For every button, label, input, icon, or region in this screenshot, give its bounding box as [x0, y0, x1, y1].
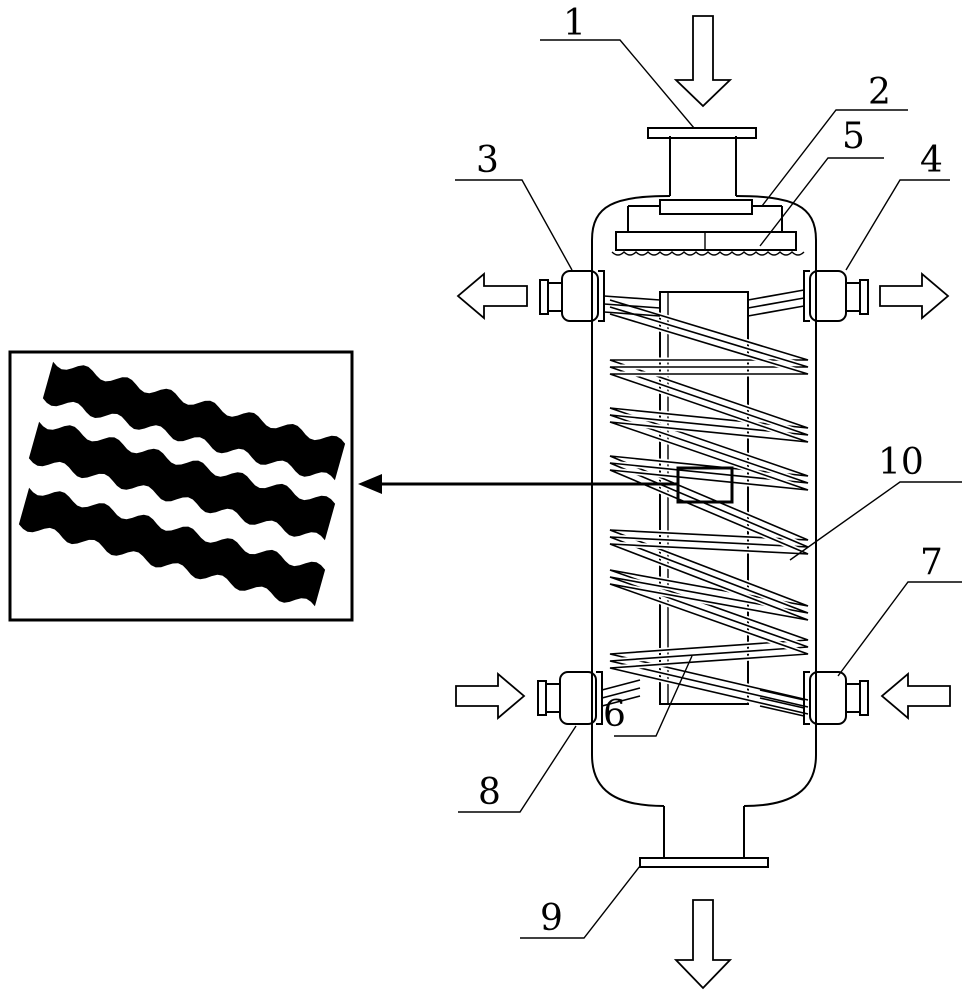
- nozzle-3: [540, 271, 604, 321]
- distributor: [612, 200, 804, 255]
- coil-connector-line: [748, 290, 804, 300]
- label-4: 4: [920, 140, 943, 181]
- label-3: 3: [476, 140, 499, 181]
- inlet-right-arrow-icon: [882, 674, 950, 718]
- outlet-left-arrow-icon: [458, 274, 527, 318]
- label-2: 2: [868, 72, 891, 113]
- label-8: 8: [478, 772, 501, 813]
- leader-lines: [455, 40, 962, 938]
- inlet-top-arrow-icon: [676, 16, 730, 106]
- coil-connector-line: [748, 306, 804, 316]
- label-10: 10: [878, 442, 924, 483]
- nozzle-4: [804, 271, 868, 321]
- label-9: 9: [540, 898, 563, 939]
- detail-inset-panel: [10, 352, 352, 620]
- nozzle-7: [804, 672, 868, 724]
- inlet-left-arrow-icon: [456, 674, 524, 718]
- label-1: 1: [563, 3, 586, 44]
- outlet-bottom-arrow-icon: [676, 900, 730, 988]
- label-7: 7: [920, 542, 943, 583]
- coil-connector-line: [602, 680, 640, 690]
- outlet-right-arrow-icon: [880, 274, 948, 318]
- coil-connector-line: [748, 298, 804, 308]
- label-6: 6: [603, 694, 626, 735]
- label-5: 5: [842, 116, 865, 157]
